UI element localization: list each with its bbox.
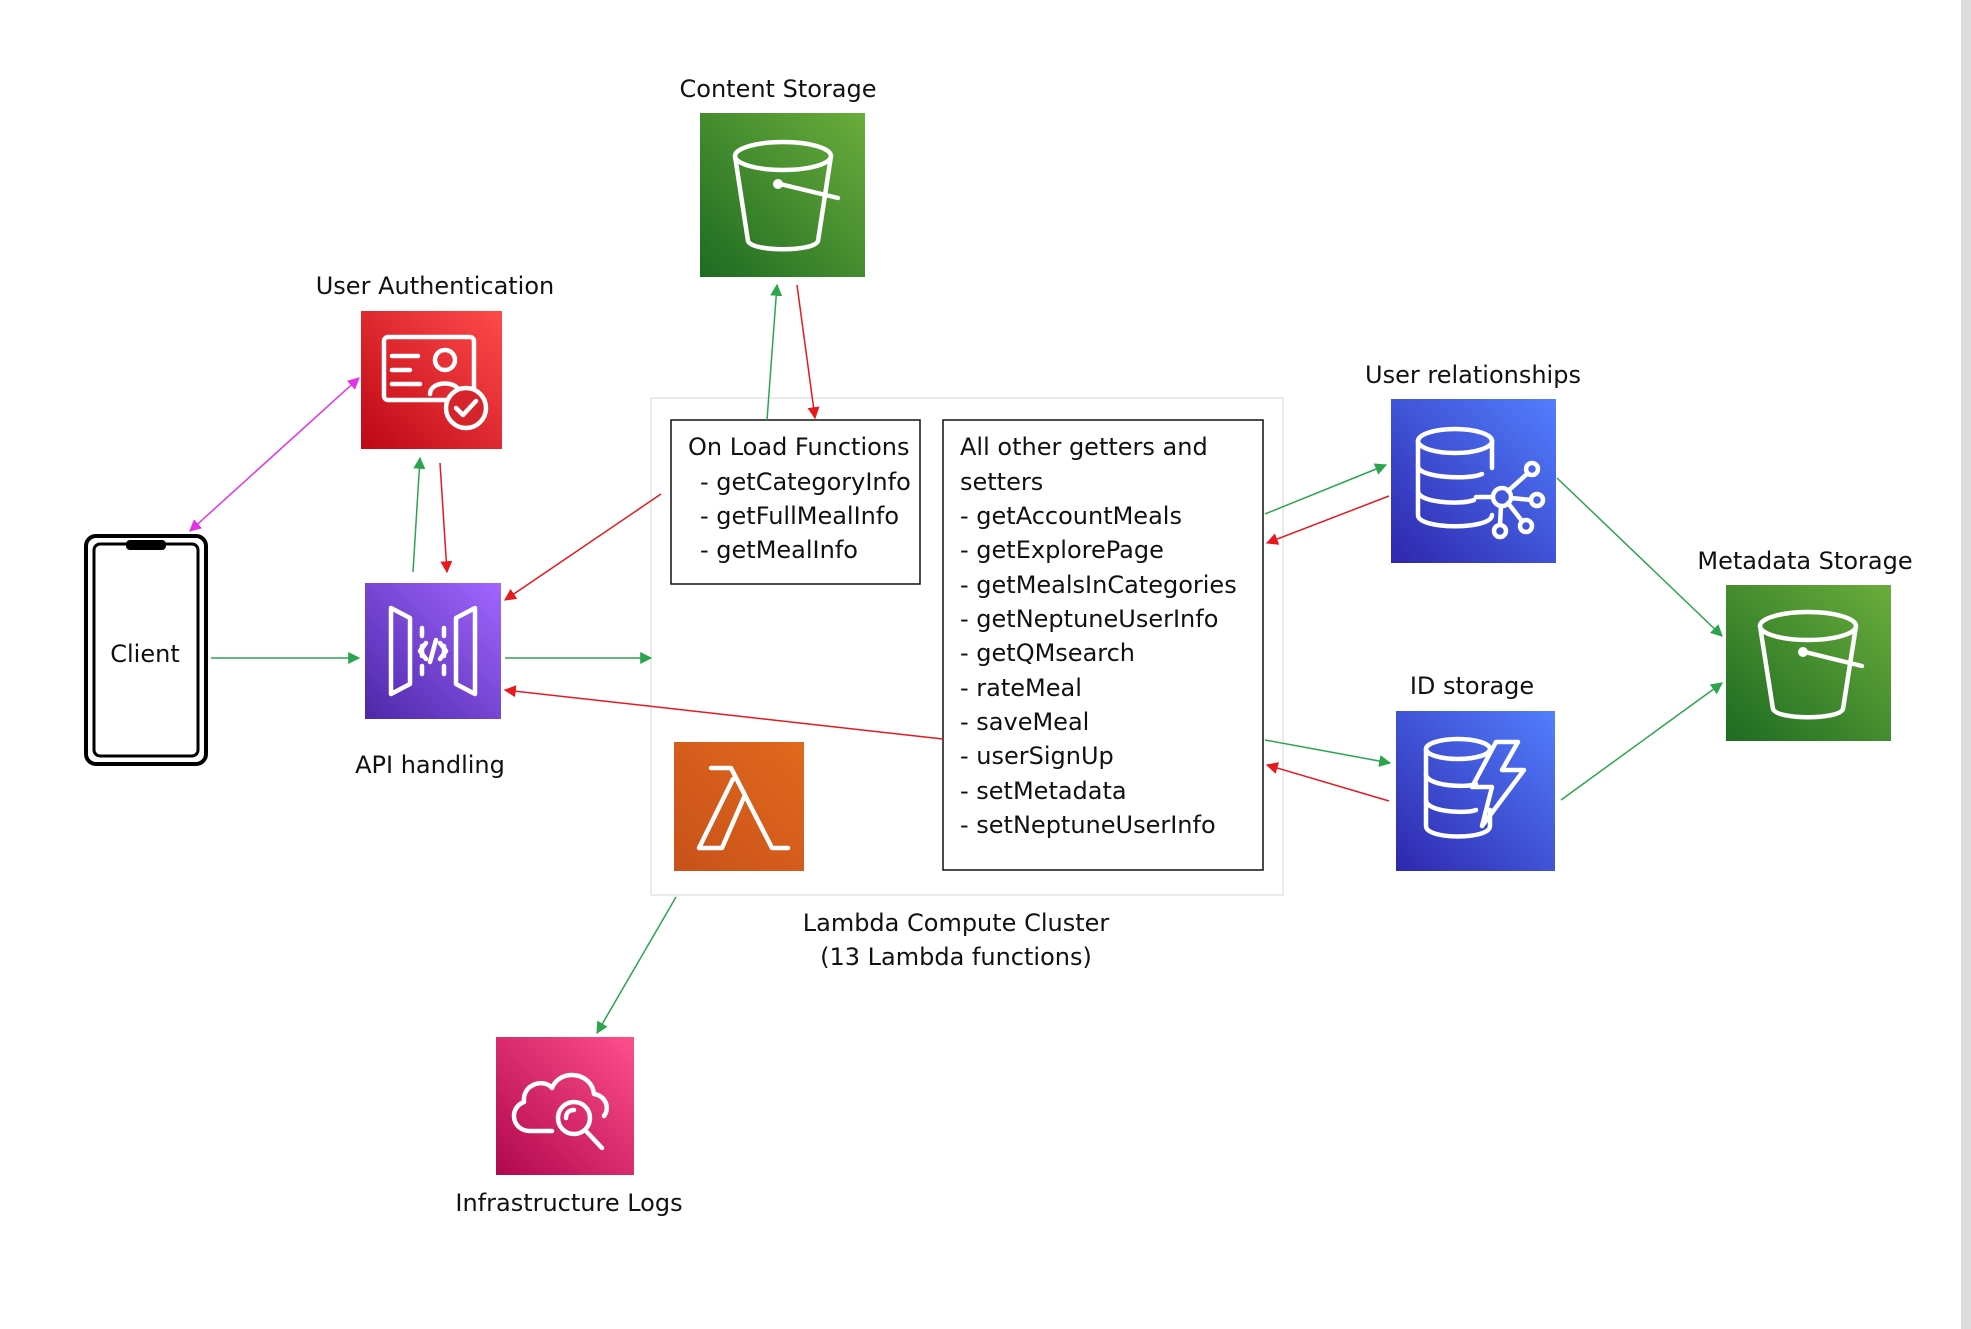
client-auth-arrow: [189, 377, 360, 532]
graphdb-functions-arrow: [1265, 495, 1390, 545]
function-item: - getAccountMeals: [960, 502, 1182, 530]
lambda-icon[interactable]: [674, 742, 804, 871]
lambda-cluster-sublabel: (13 Lambda functions): [820, 943, 1092, 971]
s3-bucket-icon[interactable]: [700, 113, 865, 277]
idstorage-metadata-arrow: [1560, 682, 1723, 801]
functions-api-arrow: [503, 685, 944, 740]
api-gateway-icon[interactable]: [365, 583, 501, 719]
mobile-phone-icon[interactable]: [84, 534, 208, 766]
other-functions-title: All other getters and: [960, 433, 1208, 461]
content-onload-arrow: [796, 284, 820, 420]
function-item: - setMetadata: [960, 777, 1127, 805]
function-item: - saveMeal: [960, 708, 1089, 736]
graph-database-icon[interactable]: [1391, 399, 1556, 563]
window-edge: [1961, 0, 1971, 1329]
functions-graphdb-arrow: [1264, 463, 1388, 515]
functions-idstorage-arrow: [1264, 739, 1392, 767]
on-load-item: - getCategoryInfo: [700, 468, 911, 496]
api-auth-arrow: [412, 456, 426, 573]
api-label: API handling: [355, 751, 505, 779]
content-storage-label: Content Storage: [680, 75, 877, 103]
user-relationships-label: User relationships: [1365, 361, 1581, 389]
graphdb-metadata-arrow: [1556, 477, 1723, 637]
onload-api-arrow: [504, 493, 662, 601]
s3-bucket-icon[interactable]: [1726, 585, 1891, 741]
client-label: Client: [110, 640, 179, 668]
id-storage-label: ID storage: [1410, 672, 1534, 700]
function-item: - rateMeal: [960, 674, 1082, 702]
function-item: - getExplorePage: [960, 536, 1164, 564]
auth-api-arrow: [439, 462, 453, 574]
on-load-title: On Load Functions: [688, 433, 910, 461]
other-functions-box: All other getters and setters - getAccou…: [942, 419, 1264, 871]
function-item: - getNeptuneUserInfo: [960, 605, 1218, 633]
auth-label: User Authentication: [316, 272, 555, 300]
cloud-search-icon[interactable]: [496, 1037, 634, 1175]
lambda-logs-arrow: [596, 896, 677, 1035]
function-item: - userSignUp: [960, 742, 1114, 770]
function-item: - getQMsearch: [960, 639, 1135, 667]
lambda-cluster-label: Lambda Compute Cluster: [803, 909, 1110, 937]
on-load-functions-box: On Load Functions - getCategoryInfo - ge…: [670, 419, 921, 585]
metadata-storage-label: Metadata Storage: [1697, 547, 1912, 575]
dynamodb-icon[interactable]: [1396, 711, 1555, 871]
on-load-item: - getFullMealInfo: [700, 502, 899, 530]
function-item: - setNeptuneUserInfo: [960, 811, 1216, 839]
other-functions-title: setters: [960, 468, 1043, 496]
id-card-check-icon[interactable]: [361, 311, 502, 449]
on-load-item: - getMealInfo: [700, 536, 858, 564]
function-item: - getMealsInCategories: [960, 571, 1237, 599]
logs-label: Infrastructure Logs: [455, 1189, 682, 1217]
idstorage-functions-arrow: [1265, 762, 1390, 802]
onload-content-arrow: [766, 283, 783, 421]
